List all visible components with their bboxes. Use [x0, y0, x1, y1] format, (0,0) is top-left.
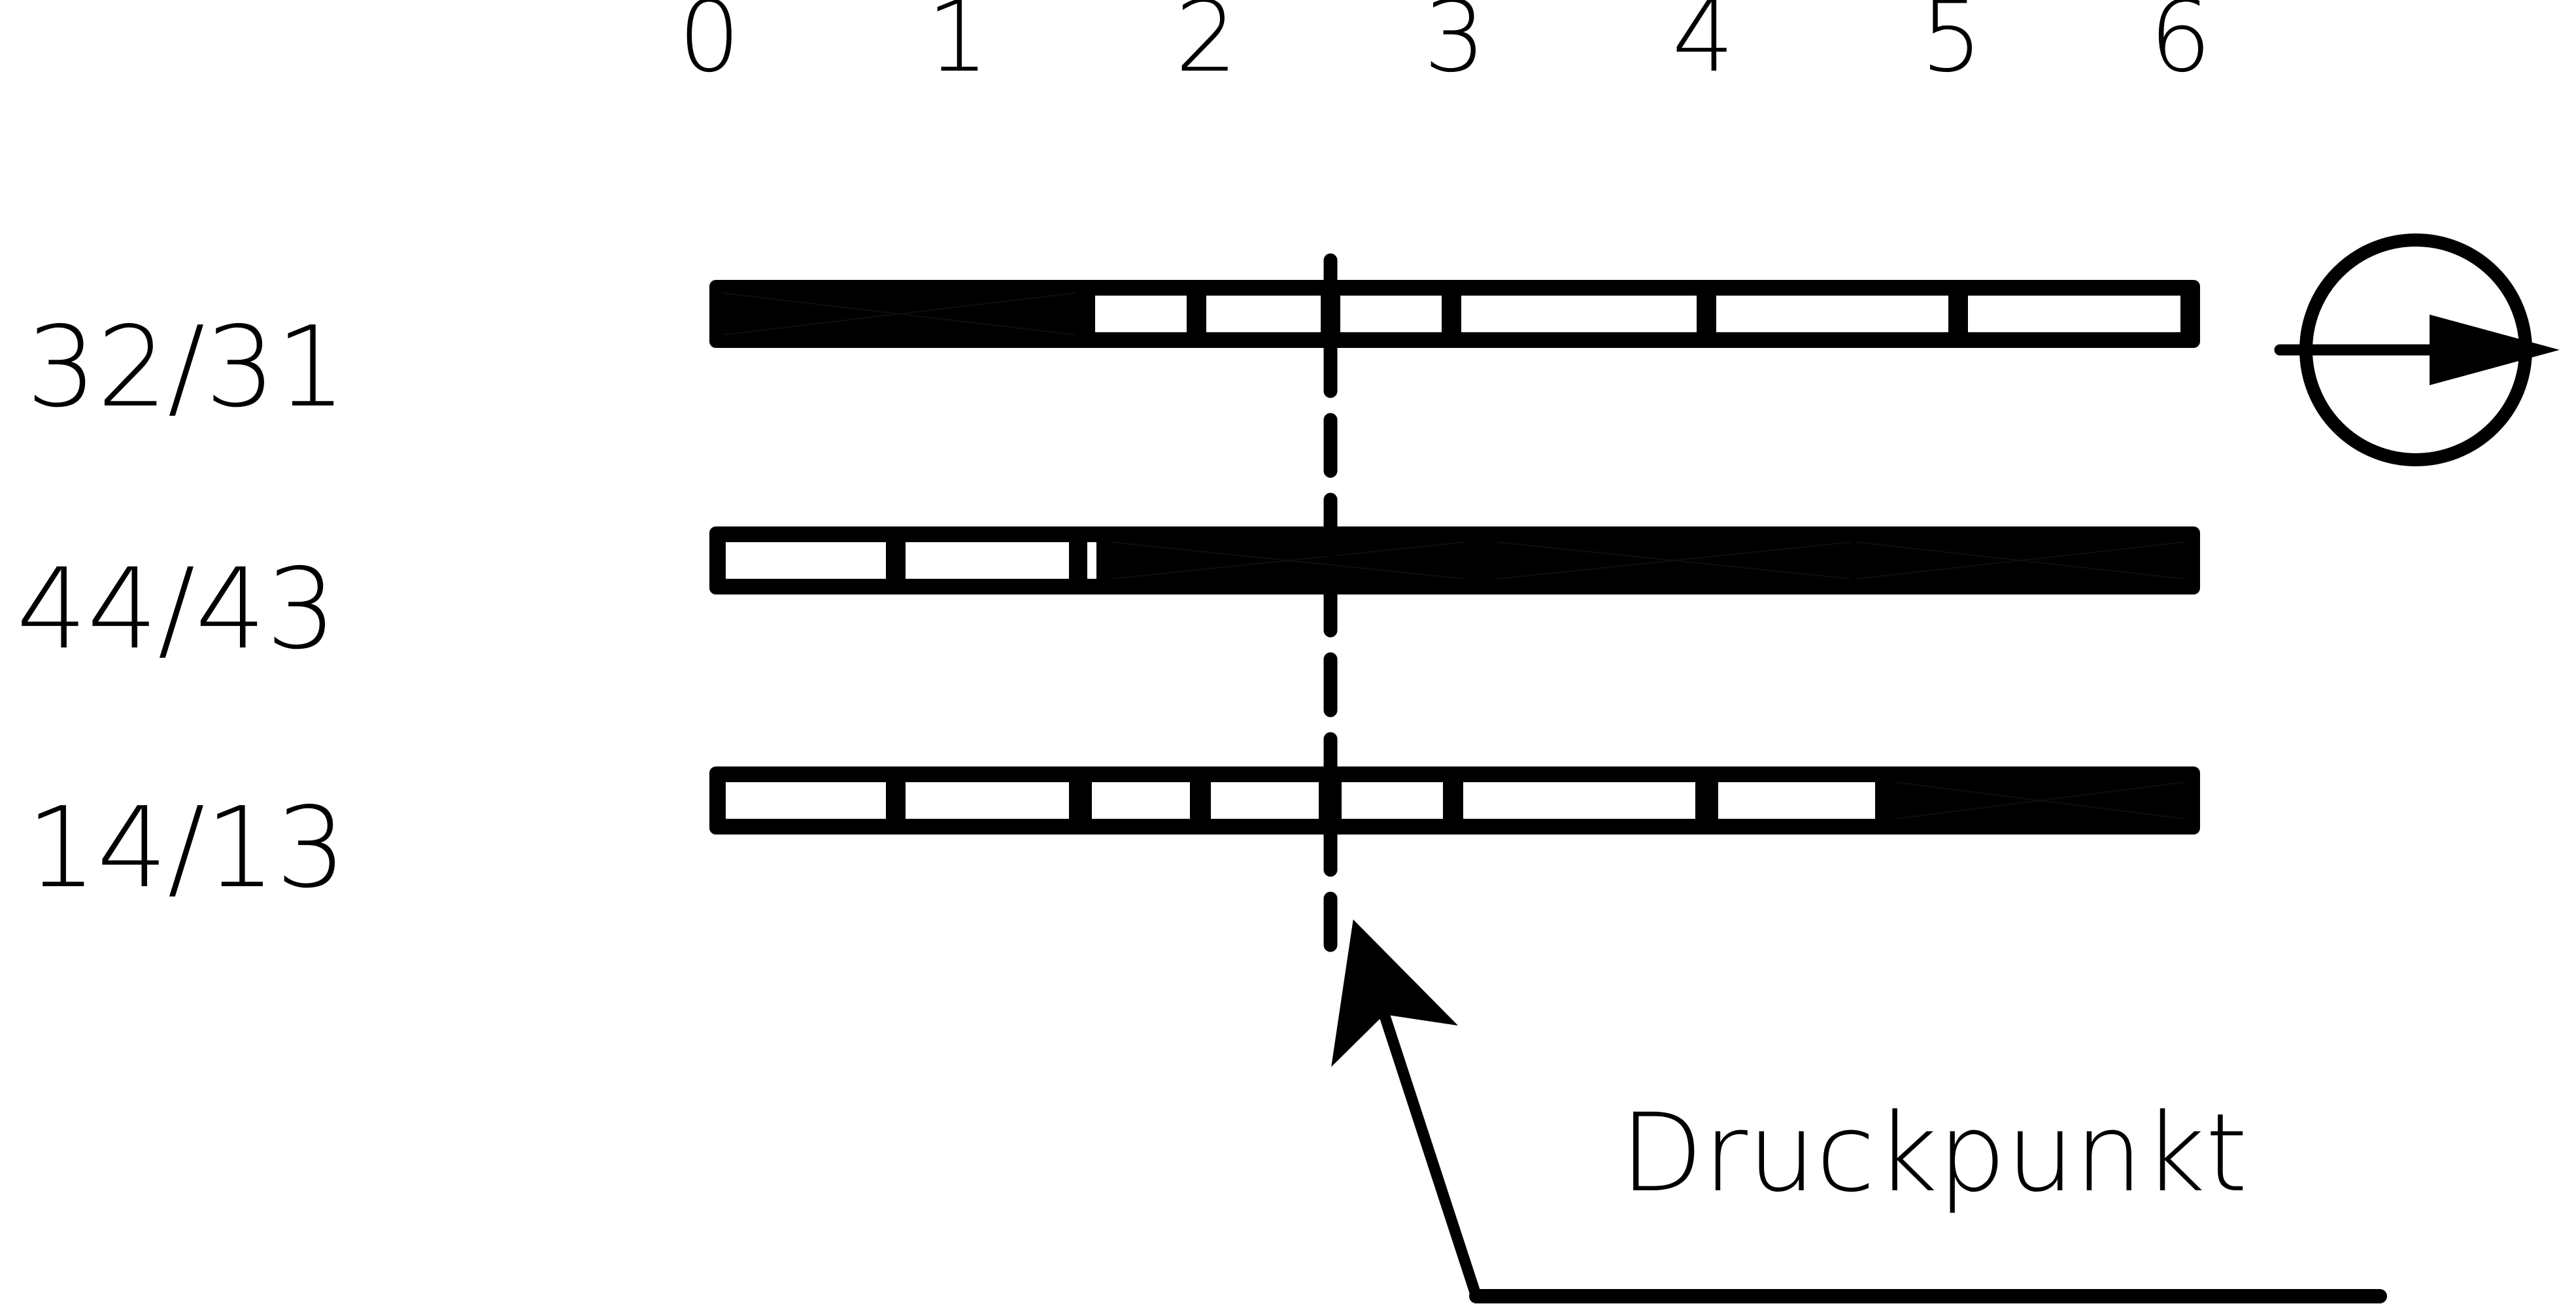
row-14-13-cell-7 [1718, 782, 1875, 819]
row-14-13-hatch [1895, 782, 2184, 819]
row-14-13-cell-6 [1463, 782, 1695, 819]
row-14-13-cell-1 [726, 782, 886, 819]
druckpunkt-leader-arrow [1331, 919, 1482, 1298]
row-44-43-bar-body [709, 526, 2200, 594]
row-32-31-hatch [722, 292, 1076, 336]
scale-tick-0: 0 [678, 0, 740, 94]
row-label-44-43: 44/43 [16, 545, 337, 674]
scale-tick-1: 1 [926, 0, 989, 94]
scale-tick-5: 5 [1920, 0, 1982, 94]
druckpunkt-label: Druckpunkt [1620, 1090, 2248, 1216]
row-32-31-cell-1 [1095, 296, 1187, 332]
row-44-43-hatch [1111, 542, 2184, 579]
contact-row-32-31 [709, 280, 2200, 348]
row-14-13-cell-4 [1211, 782, 1319, 819]
row-32-31-cell-4 [1461, 296, 1697, 332]
row-32-31-cell-2 [1206, 296, 1321, 332]
row-32-31-cell-5 [1716, 296, 1948, 332]
row-label-32-31: 32/31 [26, 303, 347, 432]
row-44-43-cell-2 [906, 542, 1069, 579]
row-14-13-cell-3 [1092, 782, 1190, 819]
contact-row-44-43 [709, 526, 2200, 594]
scale-tick-6: 6 [2149, 0, 2211, 94]
row-44-43-cell-1 [726, 542, 886, 579]
row-32-31-cell-3 [1340, 296, 1442, 332]
scale-tick-labels: 0 1 2 3 4 5 6 [678, 0, 2211, 94]
druckpunkt-leader [1331, 919, 2387, 1303]
scale-tick-4: 4 [1672, 0, 1734, 94]
row-44-43-cell-sliver [1087, 542, 1096, 579]
row-32-31-cell-6 [1968, 296, 2180, 332]
row-labels: 32/31 44/43 14/13 [16, 303, 347, 913]
scale-tick-2: 2 [1175, 0, 1237, 94]
row-14-13-cell-5 [1342, 782, 1443, 819]
actuation-direction-symbol [2274, 233, 2560, 466]
row-label-14-13: 14/13 [26, 783, 347, 913]
scale-tick-3: 3 [1423, 0, 1485, 94]
contact-row-14-13 [709, 766, 2200, 835]
row-14-13-cell-2 [906, 782, 1069, 819]
arrow-right-icon-head [2430, 315, 2560, 385]
